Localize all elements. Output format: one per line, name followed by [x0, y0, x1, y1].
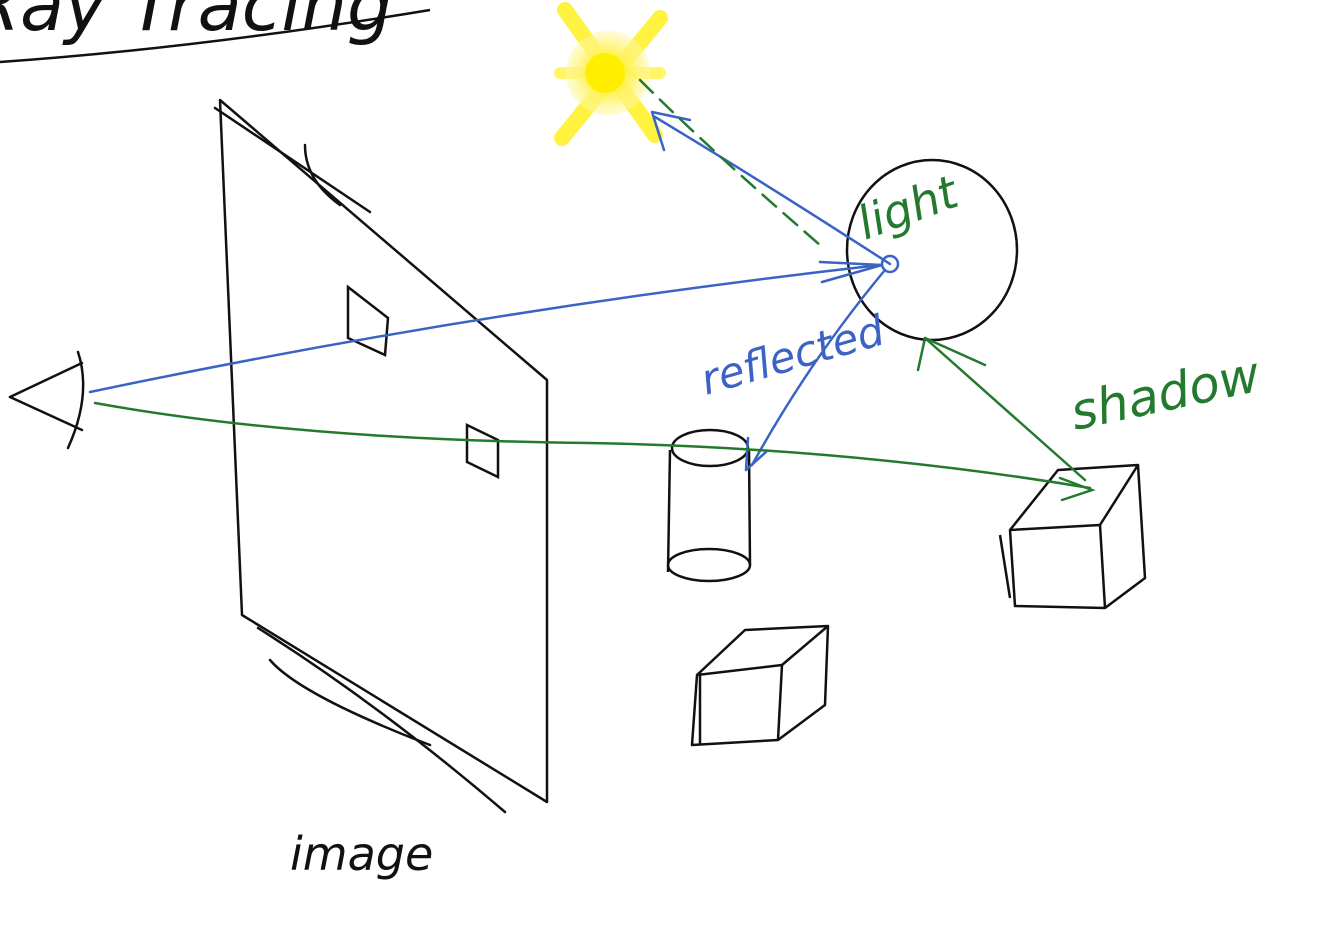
arrowhead-cylinder	[744, 436, 768, 472]
blue-rays	[88, 110, 900, 472]
eye-icon	[8, 350, 85, 450]
image-plane	[213, 98, 549, 814]
primary-ray-green	[93, 401, 1092, 490]
label-light: light	[850, 164, 966, 250]
title-text: Ray Tracing	[0, 0, 393, 47]
cylinder	[666, 428, 752, 583]
title-underline	[0, 8, 431, 64]
reflected-ray	[750, 268, 887, 467]
primary-ray-blue	[88, 263, 882, 394]
label-reflected: reflected	[695, 306, 890, 405]
label-image: image	[290, 827, 433, 881]
cube-right	[998, 463, 1147, 610]
pixel-lower	[465, 423, 500, 479]
green-rays	[93, 78, 1096, 502]
shadow-ray	[923, 336, 1087, 482]
dashed-light-ray	[638, 78, 822, 247]
shadow-ray-to-sun	[653, 115, 892, 266]
title-group: Ray Tracing	[0, 0, 431, 64]
sun-icon	[554, 2, 668, 146]
pixel-upper	[346, 284, 390, 357]
arrowhead-cube	[1058, 476, 1096, 502]
arrowhead-sun	[650, 110, 692, 152]
cube-middle	[690, 624, 830, 747]
label-shadow: shadow	[1065, 345, 1265, 442]
arrowhead-sphere-green	[916, 336, 987, 372]
